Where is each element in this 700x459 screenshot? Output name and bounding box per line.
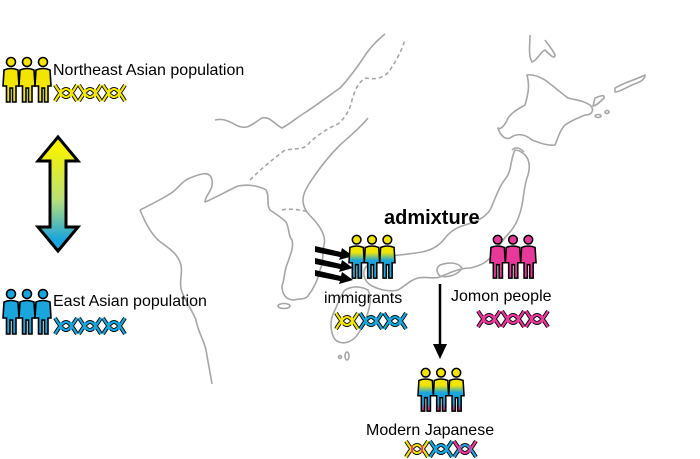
- immigrants-label: immigrants: [324, 290, 403, 307]
- double-arrow: [34, 134, 82, 254]
- mainland-coast: [214, 33, 386, 129]
- admixture-title: admixture: [384, 207, 480, 229]
- east-asian-group: [2, 288, 52, 336]
- northeast-asian-label: Northeast Asian population: [53, 62, 245, 79]
- migration-arrows: [315, 244, 355, 286]
- dna-icon-mixed: [404, 439, 480, 459]
- tsushima: [344, 351, 350, 361]
- dna-icon-blue: [53, 316, 129, 336]
- kuril-2: [592, 94, 605, 107]
- modern-japanese-group: [417, 366, 465, 414]
- northeast-asian-group: [2, 56, 52, 104]
- border-dashed: [249, 39, 406, 181]
- jomon-label: Jomon people: [451, 288, 552, 305]
- korea-border-dashed: [281, 208, 311, 213]
- honshu: [363, 149, 531, 292]
- jeju-island: [277, 302, 291, 310]
- people-icon-pink: [489, 234, 537, 279]
- people-icon-yellow: [2, 56, 52, 103]
- people-icon-mixed: [417, 367, 465, 412]
- kuril-dot-2: [604, 109, 610, 115]
- dna-icon-yellow: [53, 83, 129, 103]
- kuril-dot: [594, 113, 602, 119]
- people-icon-yellow-blue: [348, 234, 396, 279]
- east-asian-label: East Asian population: [53, 293, 207, 310]
- kuril-1: [614, 74, 646, 93]
- people-icon-blue: [2, 288, 52, 335]
- korea-china-coast: [139, 117, 369, 301]
- dna-icon-pink: [476, 309, 552, 329]
- dna-icon-yellow-blue: [334, 311, 410, 331]
- shandong-coast: [139, 209, 213, 385]
- immigrants-group: [348, 233, 396, 281]
- sakhalin: [528, 34, 556, 63]
- admixture-down-arrow: [432, 284, 448, 360]
- jomon-group: [489, 233, 537, 281]
- hokkaido: [497, 73, 594, 146]
- tsugaru: [511, 147, 525, 153]
- kyushu: [330, 286, 371, 344]
- tiny-island: [337, 354, 343, 360]
- shikoku: [436, 262, 463, 278]
- modern-japanese-label: Modern Japanese: [366, 422, 495, 439]
